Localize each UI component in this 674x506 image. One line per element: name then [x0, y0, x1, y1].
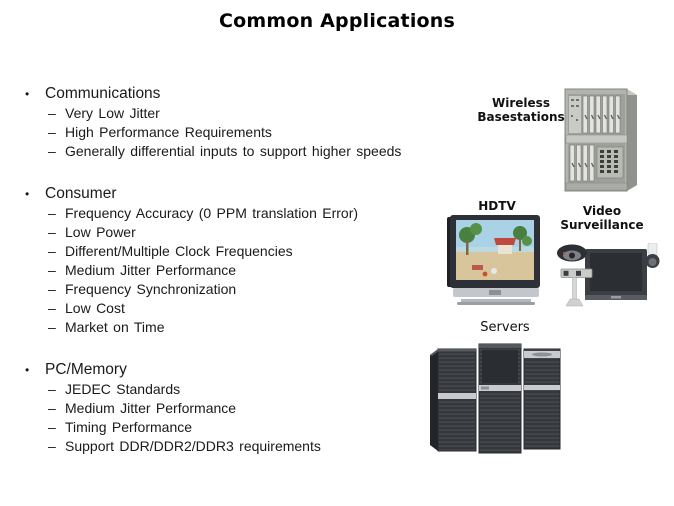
section-title: Consumer [45, 185, 117, 202]
section-heading-row: • PC/Memory [25, 360, 465, 380]
dash-icon: – [48, 419, 56, 435]
dash-icon: – [48, 143, 56, 159]
hdtv-icon [447, 215, 540, 305]
list-item-text: Support DDR/DDR2/DDR3 requirements [65, 438, 321, 454]
video-surveillance-label: Video Surveillance [557, 204, 647, 232]
dash-icon: – [48, 262, 56, 278]
bullet-icon: • [25, 363, 30, 377]
list-item: – Low Power [48, 223, 465, 242]
list-item: – JEDEC Standards [48, 380, 465, 399]
label-line: Basestations [477, 110, 565, 124]
list-item-text: Frequency Synchronization [65, 281, 237, 297]
dash-icon: – [48, 124, 56, 140]
list-item-text: Different/Multiple Clock Frequencies [65, 243, 293, 259]
list-item: – Generally differential inputs to suppo… [48, 142, 465, 161]
dash-icon: – [48, 319, 56, 335]
list-item-text: Low Cost [65, 300, 125, 316]
hdtv-image [447, 214, 543, 306]
list-item: – Very Low Jitter [48, 104, 465, 123]
section-heading-row: • Communications [25, 84, 465, 104]
list-item: – Different/Multiple Clock Frequencies [48, 242, 465, 261]
section-consumer: • Consumer – Frequency Accuracy (0 PPM t… [25, 184, 465, 337]
dash-icon: – [48, 105, 56, 121]
list-item-text: Medium Jitter Performance [65, 262, 237, 278]
list-item: – Medium Jitter Performance [48, 399, 465, 418]
section-title: Communications [45, 85, 161, 102]
server-towers-icon [430, 343, 561, 454]
list-item-text: Very Low Jitter [65, 105, 160, 121]
section-title: PC/Memory [45, 361, 127, 378]
section-heading-row: • Consumer [25, 184, 465, 204]
servers-label: Servers [480, 320, 530, 335]
section-pc-memory: • PC/Memory – JEDEC Standards – Medium J… [25, 360, 465, 456]
list-item: – Low Cost [48, 299, 465, 318]
dash-icon: – [48, 381, 56, 397]
basestation-chassis-icon [564, 88, 637, 192]
list-item-text: Timing Performance [65, 419, 193, 435]
dash-icon: – [48, 224, 56, 240]
list-item: – Support DDR/DDR2/DDR3 requirements [48, 437, 465, 456]
list-item: – High Performance Requirements [48, 123, 465, 142]
list-item: – Frequency Synchronization [48, 280, 465, 299]
surveillance-equipment-icon [557, 243, 660, 307]
section-communications: • Communications – Very Low Jitter – Hig… [25, 84, 465, 161]
bullet-icon: • [25, 187, 30, 201]
wireless-basestation-image [561, 85, 641, 193]
video-surveillance-image [555, 243, 661, 309]
dash-icon: – [48, 205, 56, 221]
dash-icon: – [48, 281, 56, 297]
list-item-text: Low Power [65, 224, 136, 240]
list-item: – Medium Jitter Performance [48, 261, 465, 280]
hdtv-label: HDTV [478, 199, 516, 213]
list-item-text: Frequency Accuracy (0 PPM translation Er… [65, 205, 359, 221]
list-item: – Market on Time [48, 318, 465, 337]
list-item-text: Market on Time [65, 319, 165, 335]
list-item: – Timing Performance [48, 418, 465, 437]
dash-icon: – [48, 438, 56, 454]
list-item-text: Generally differential inputs to support… [65, 143, 402, 159]
dash-icon: – [48, 300, 56, 316]
label-line: Wireless [492, 96, 550, 110]
label-line: Surveillance [560, 218, 644, 232]
wireless-basestations-label: Wireless Basestations [468, 96, 574, 124]
servers-image [428, 339, 562, 461]
dash-icon: – [48, 243, 56, 259]
list-item-text: High Performance Requirements [65, 124, 272, 140]
list-item-text: JEDEC Standards [65, 381, 181, 397]
dash-icon: – [48, 400, 56, 416]
bullet-icon: • [25, 87, 30, 101]
bullet-list: • Communications – Very Low Jitter – Hig… [25, 84, 465, 479]
list-item-text: Medium Jitter Performance [65, 400, 237, 416]
label-line: Video [582, 204, 622, 218]
slide-title: Common Applications [218, 10, 456, 32]
list-item: – Frequency Accuracy (0 PPM translation … [48, 204, 465, 223]
